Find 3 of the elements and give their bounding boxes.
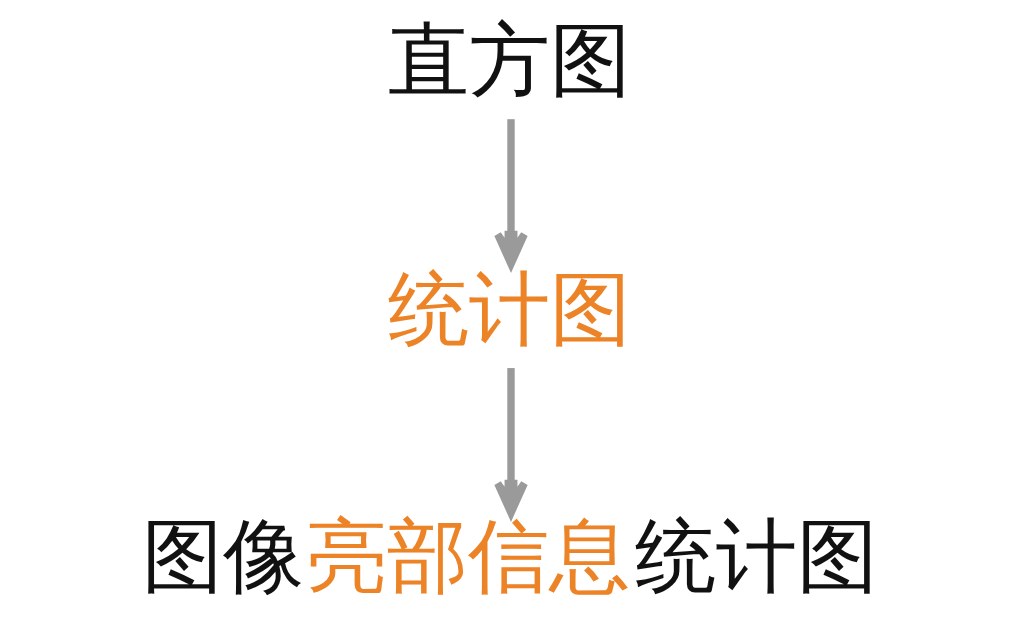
- node-text: 图像亮部信息统计图: [142, 508, 878, 603]
- node-text: 直方图: [388, 12, 632, 107]
- node-text: 统计图: [388, 261, 632, 356]
